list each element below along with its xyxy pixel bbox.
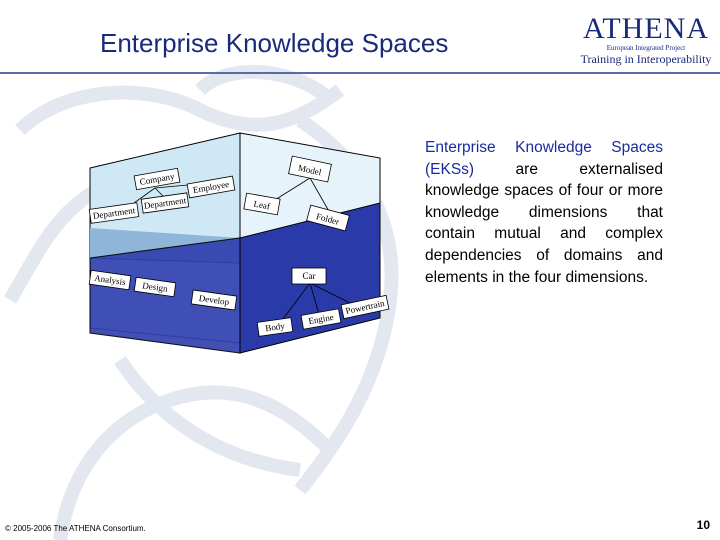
label-body: Body xyxy=(265,321,286,334)
label-develop: Develop xyxy=(198,293,230,307)
page-title: Enterprise Knowledge Spaces xyxy=(100,28,449,58)
label-engine: Engine xyxy=(308,312,335,326)
eks-description: are externalised knowledge spaces of fou… xyxy=(425,160,663,286)
label-model: Model xyxy=(297,163,323,178)
eks-definition: Enterprise Knowledge Spaces (EKSs) are e… xyxy=(425,137,663,288)
logo-tagline: Training in Interoperability xyxy=(580,52,712,66)
logo-subtitle: European Integrated Project xyxy=(606,44,686,52)
eks-cube-diagram: Model Leaf Folder Company Department Dep… xyxy=(88,132,390,354)
title-divider xyxy=(0,72,720,74)
page-number: 10 xyxy=(696,518,710,532)
label-leaf: Leaf xyxy=(253,199,271,212)
label-design: Design xyxy=(142,280,169,294)
label-car: Car xyxy=(303,271,316,281)
athena-logo: ATHENA European Integrated Project Train… xyxy=(578,12,714,67)
label-analysis: Analysis xyxy=(94,273,127,287)
logo-name: ATHENA xyxy=(583,12,709,45)
copyright-footer: © 2005-2006 The ATHENA Consortium. xyxy=(5,524,146,533)
eks-term: Enterprise Knowledge Spaces (EKSs) xyxy=(425,139,663,178)
